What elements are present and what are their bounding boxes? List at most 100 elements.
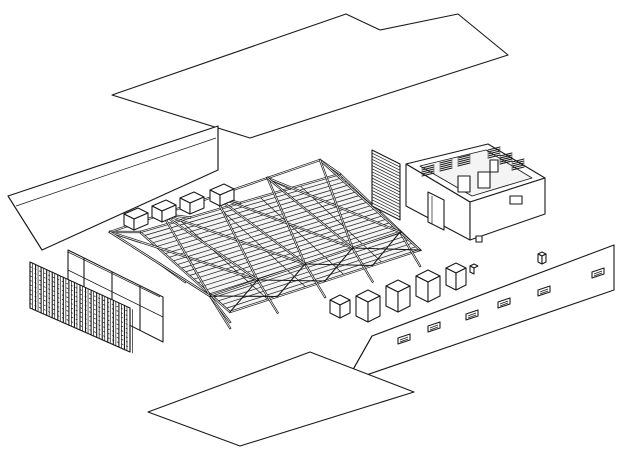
floor-joist xyxy=(221,242,413,306)
wall-vent xyxy=(591,267,605,279)
annex-louver-blade xyxy=(371,202,401,218)
vent-slat xyxy=(421,168,435,173)
floor-joist xyxy=(213,235,406,298)
annex-louver-blade xyxy=(371,152,401,168)
floor-beam xyxy=(259,196,345,276)
vent-slat xyxy=(439,161,453,166)
floor-joist xyxy=(148,180,348,240)
vent-slat xyxy=(487,146,501,151)
vent-slat xyxy=(487,154,501,159)
louver-rail xyxy=(29,298,131,344)
vent-slat xyxy=(499,302,509,307)
floor-joist xyxy=(217,239,410,302)
vent-slat xyxy=(399,338,409,343)
vent-slat xyxy=(457,156,471,161)
vent-slat xyxy=(421,164,435,169)
vent-slat xyxy=(421,166,435,171)
cross-beam-edge xyxy=(161,213,259,281)
louver-rail xyxy=(29,275,131,322)
annex-louver-blade xyxy=(371,180,401,196)
wall-vent xyxy=(497,297,511,309)
annex-louver-blade xyxy=(371,165,401,180)
vent-slat xyxy=(593,270,603,275)
floor-joist xyxy=(164,194,362,255)
annex-louver-blade xyxy=(371,162,401,177)
louver-rail xyxy=(29,270,131,318)
floor-beam xyxy=(179,220,269,300)
cross-beam-edge xyxy=(214,195,306,265)
vent-slat xyxy=(467,312,477,317)
vent-slat xyxy=(499,300,509,305)
front-wall-with-vents xyxy=(345,244,615,383)
louver-rail xyxy=(29,280,131,326)
vent-slat xyxy=(457,158,471,163)
top-brace-edge xyxy=(161,213,211,297)
annex-louver-blade xyxy=(371,159,401,174)
floor-joist xyxy=(205,228,399,291)
louver-rail xyxy=(29,289,131,335)
vent-slat xyxy=(457,160,471,165)
floor-joist xyxy=(225,246,417,309)
annex-louver-blade xyxy=(371,168,401,183)
vent-slat xyxy=(439,165,453,170)
vent-slat xyxy=(499,154,513,159)
annex-louver-blade xyxy=(371,193,401,208)
annex-louver-blade xyxy=(371,196,401,211)
annex-louver-blade xyxy=(371,183,401,199)
louver-rail xyxy=(29,284,131,331)
vent-slat xyxy=(499,156,513,161)
top-brace-edge xyxy=(214,195,354,249)
vent-slat xyxy=(487,150,501,155)
vent-slat xyxy=(511,162,525,167)
vent-slat xyxy=(399,336,409,341)
vent-slat xyxy=(439,159,453,164)
louver-rail xyxy=(29,293,131,340)
vent-slat xyxy=(593,272,603,277)
vent-slat xyxy=(539,290,549,295)
glazed-end-wall xyxy=(67,249,164,343)
vent-slat xyxy=(539,288,549,293)
louvered-facade-panel xyxy=(29,261,133,354)
wall-vent xyxy=(465,309,479,321)
space-frame-truss xyxy=(108,158,423,330)
vent-slat xyxy=(499,158,513,163)
vent-slat xyxy=(421,172,435,177)
floor-joist xyxy=(156,187,355,247)
floor-joist xyxy=(184,211,381,273)
vent-slat xyxy=(457,154,471,159)
vent-slat xyxy=(487,152,501,157)
top-brace-edge xyxy=(109,231,259,281)
side-brace xyxy=(229,279,259,313)
rooftop-hvac-units xyxy=(123,183,235,231)
louver-rail xyxy=(29,303,131,348)
vent-slat xyxy=(511,166,525,171)
vent-slat xyxy=(457,162,471,167)
top-brace-edge xyxy=(266,177,401,233)
vent-slat xyxy=(511,160,525,165)
cross-beam-edge xyxy=(266,177,354,249)
top-brace-edge xyxy=(266,177,306,265)
floor-slab xyxy=(147,351,415,447)
roof-slab xyxy=(111,13,509,139)
annex-louver-blade xyxy=(371,187,401,202)
back-wall xyxy=(7,125,219,251)
truss-column-edge xyxy=(399,231,421,251)
vent-slat xyxy=(429,326,439,331)
floor-beam xyxy=(219,208,307,288)
side-brace xyxy=(324,247,354,282)
annex-louver-blade xyxy=(371,177,401,193)
side-brace xyxy=(276,263,306,298)
vent-slat xyxy=(467,314,477,319)
vent-slat xyxy=(511,158,525,163)
top-brace-edge xyxy=(214,195,259,281)
cross-beam-edge xyxy=(109,231,211,297)
equipment-cabinets xyxy=(329,251,547,323)
annex-louver-blade xyxy=(371,190,401,205)
floor-joist xyxy=(180,208,377,269)
wall-vent xyxy=(397,333,411,345)
annex-louver-blade xyxy=(371,199,401,215)
floor-joist xyxy=(188,215,384,276)
louver-rail xyxy=(29,266,131,313)
